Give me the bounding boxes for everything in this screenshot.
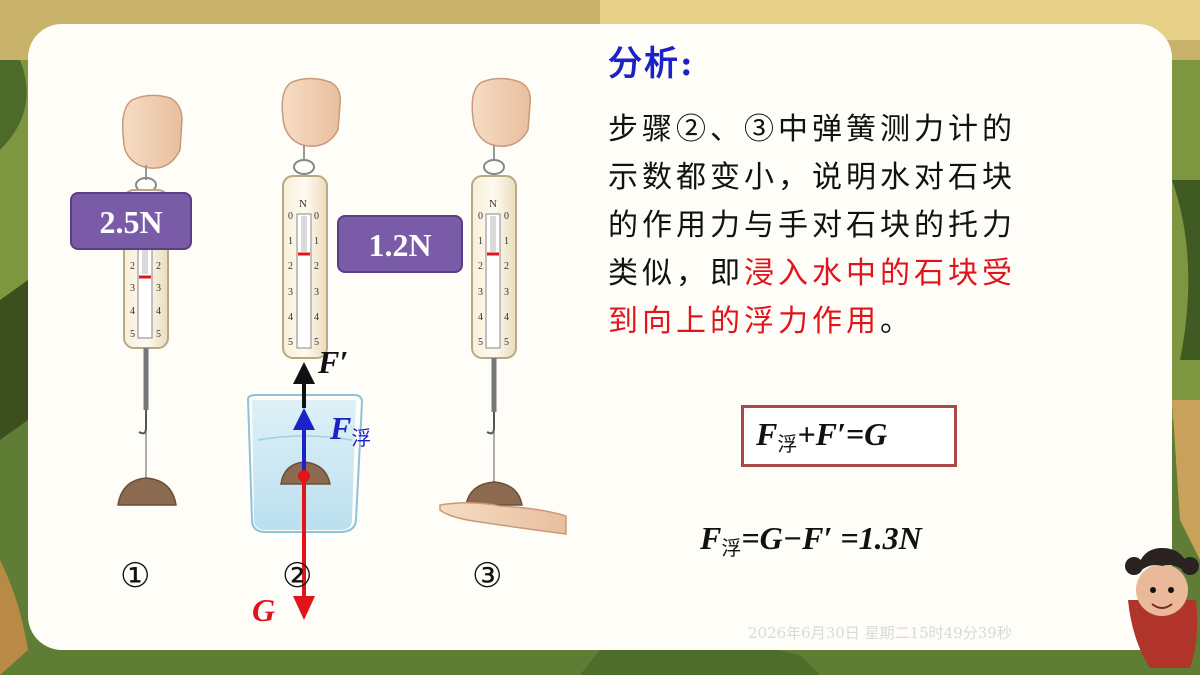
label-f-buoyancy: F浮 <box>330 410 372 450</box>
scale-tick-label: 0 <box>314 211 319 222</box>
reading-badge-step2: 1.2N <box>337 215 463 273</box>
scale-tick-label: 2 <box>156 260 161 272</box>
scale-unit-label: N <box>299 198 307 210</box>
scale-tick-label: 5 <box>478 337 483 348</box>
scale-tick-label: 0 <box>288 211 293 222</box>
scale-tick-label: 5 <box>314 337 319 348</box>
scale-tick-label: 1 <box>478 236 483 248</box>
analysis-line-1: 步骤②、③中弹簧测力计的 <box>608 112 1016 147</box>
step-label-2: ② <box>282 556 313 596</box>
scale-tick-label: 2 <box>314 261 319 273</box>
scale-tick-label: 2 <box>478 261 483 273</box>
gravity-arrowhead <box>293 596 315 620</box>
label-gravity: G <box>252 592 276 628</box>
hand-icon <box>281 77 342 147</box>
analysis-line-2: 示数都变小，说明水对石块 <box>608 160 1016 195</box>
spring-scale-1 <box>117 94 183 506</box>
scale-tick-label: 5 <box>130 329 135 340</box>
tension-arrowhead <box>293 362 315 384</box>
scale-tick-label: 4 <box>314 311 319 323</box>
analysis-paragraph: 步骤②、③中弹簧测力计的 示数都变小，说明水对石块 的作用力与手对石块的托力 类… <box>608 106 1098 346</box>
hand-icon <box>121 94 183 169</box>
scale-tick-label: 1 <box>288 236 293 248</box>
stone-icon <box>117 477 177 506</box>
scale-tick-label: 3 <box>314 286 319 298</box>
scale-tick-label: 1 <box>314 236 319 248</box>
section-title: 分析: <box>608 44 695 84</box>
scale-unit-label: N <box>489 198 497 210</box>
scale-tick-label: 4 <box>504 311 509 323</box>
hand-icon <box>471 77 532 147</box>
scale-tick-label: 3 <box>130 283 135 295</box>
scale-tick-label: 3 <box>504 286 509 298</box>
scale-tick-label: 0 <box>504 211 509 222</box>
scale-tick-label: 2 <box>288 261 293 273</box>
timestamp: 2026年6月30日 星期二15时49分39秒 <box>748 624 1012 642</box>
step-label-3: ③ <box>472 556 503 596</box>
reading-badge-step1: 2.5N <box>70 192 192 250</box>
palm-icon <box>439 502 567 535</box>
analysis-line-5: 到向上的浮力作用。 <box>608 304 914 339</box>
force-arrows <box>293 362 315 620</box>
formula-result: F浮=G−F′ =1.3N <box>700 520 922 560</box>
analysis-line-4: 类似，即浸入水中的石块受 <box>608 256 1016 291</box>
buoyancy-arrowhead <box>293 408 315 430</box>
stone-icon <box>465 481 523 506</box>
scale-tick-label: 1 <box>504 236 509 248</box>
content-card <box>28 24 1172 650</box>
cartoon-character-icon <box>1125 548 1199 668</box>
force-origin-dot <box>298 470 310 482</box>
scale-tick-label: 4 <box>478 311 483 323</box>
scale-tick-label: 5 <box>288 337 293 348</box>
spring-scale-2 <box>281 77 342 359</box>
analysis-line-3: 的作用力与手对石块的托力 <box>608 208 1016 243</box>
formula-box <box>741 405 957 467</box>
scale-tick-label: 0 <box>478 211 483 222</box>
formula-balance: F浮+F′=G <box>756 416 888 456</box>
scale-tick-label: 4 <box>130 306 135 318</box>
scale-tick-label: 5 <box>156 329 161 340</box>
label-f-prime: F′ <box>318 344 349 380</box>
spring-scale-3 <box>439 77 567 535</box>
scale-tick-label: 2 <box>504 261 509 273</box>
step-label-1: ① <box>120 556 151 596</box>
scale-tick-label: 3 <box>478 286 483 298</box>
scale-tick-label: 2 <box>130 260 135 272</box>
scale-tick-label: 5 <box>504 337 509 348</box>
scale-tick-label: 4 <box>156 306 161 318</box>
scale-tick-label: 3 <box>288 286 293 298</box>
scale-tick-label: 3 <box>156 283 161 295</box>
scale-tick-label: 4 <box>288 311 293 323</box>
